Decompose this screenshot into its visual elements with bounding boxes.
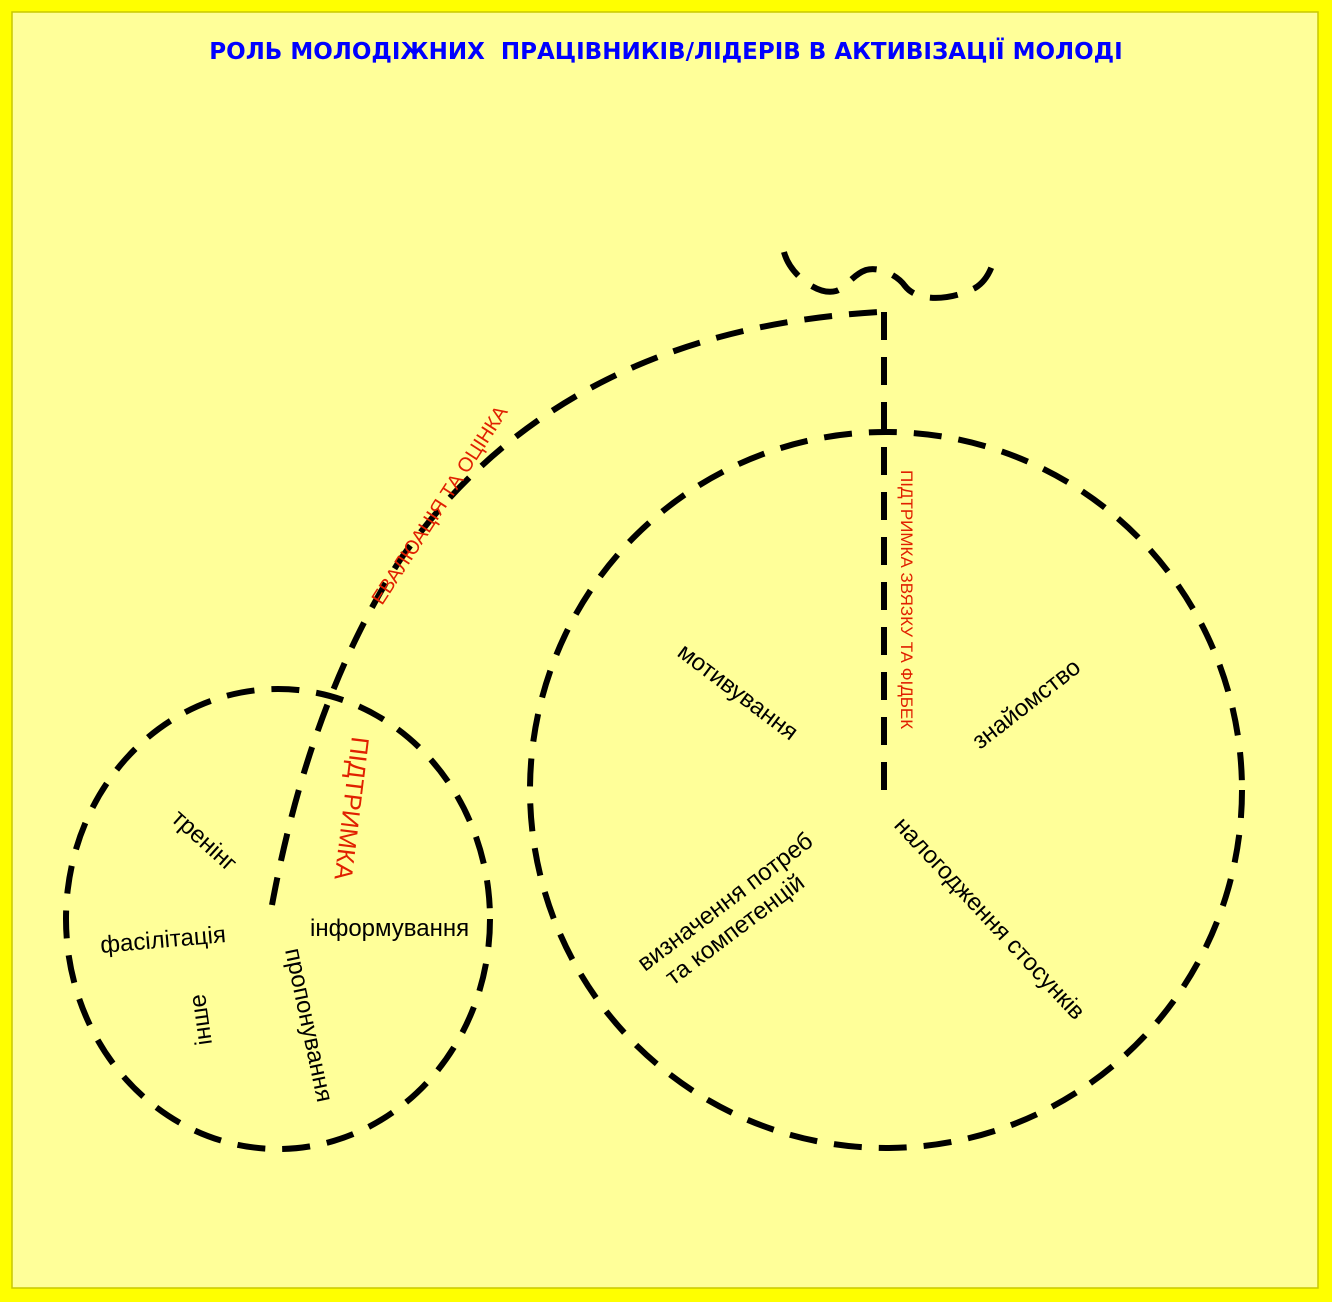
background-panel <box>12 12 1318 1288</box>
diagram-title: РОЛЬ МОЛОДІЖНИХ ПРАЦІВНИКІВ/ЛІДЕРІВ В АК… <box>209 37 1122 65</box>
big-wheel-spoke-label: ПІДТРИМКА ЗВЯЗКУ ТА ФІДБЕК <box>897 470 916 729</box>
label-informing: інформування <box>310 915 469 942</box>
